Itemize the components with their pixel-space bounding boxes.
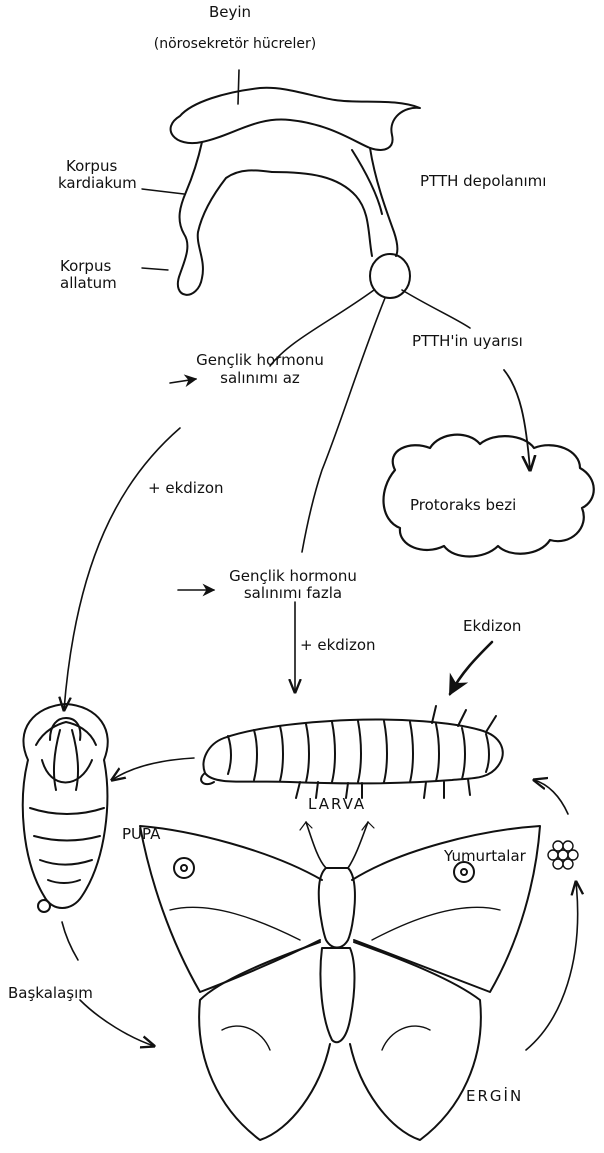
ecdysone-arrow: [450, 642, 492, 694]
ecdysone-label: Ekdizon: [463, 618, 521, 635]
prothoracic-gland-label: Protoraks bezi: [410, 497, 516, 514]
corpus-allatum-label-1: Korpus: [60, 258, 111, 275]
ptth-to-gland-arrow: [504, 370, 530, 470]
nerve-left-outer: [178, 142, 272, 295]
ptth-storage-label: PTTH depolanımı: [420, 173, 546, 190]
to-pupa-arrow: [64, 428, 180, 710]
brain-title: Beyin: [190, 4, 270, 21]
jh-high-line: [302, 298, 385, 552]
pupa-to-adult-arrow: [62, 922, 78, 960]
adult-to-eggs-arrow: [526, 882, 578, 1050]
larva-to-pupa-arrow: [112, 758, 194, 780]
jh-low-label-2: salınımı az: [190, 370, 330, 387]
jh-high-label-1: Gençlik hormonu: [218, 568, 368, 585]
metamorphosis-label: Başkalaşım: [8, 985, 93, 1002]
ptth-stimulus-label: PTTH'in uyarısı: [412, 333, 523, 350]
corpus-cardiacum-label-2: kardiakum: [58, 175, 137, 192]
brain-endocrine-complex: [171, 70, 420, 298]
eggs-label: Yumurtalar: [444, 848, 526, 865]
brain-top-mark: [238, 70, 239, 104]
metamorphosis-to-adult-arrow: [80, 1000, 154, 1046]
pupa-label: PUPA: [122, 826, 160, 843]
ptth-line: [402, 290, 470, 328]
corpus-cardiacum-label-1: Korpus: [66, 158, 117, 175]
nerve-center-inner: [272, 172, 372, 256]
nerve-right-outer: [370, 148, 397, 256]
adult-label: ERGİN: [466, 1088, 523, 1105]
ecdysone-left-label: + ekdizon: [148, 480, 224, 497]
eggs-illustration: [548, 841, 578, 869]
corpus-allatum-label-2: allatum: [60, 275, 117, 292]
larva-label: LARVA: [308, 796, 366, 813]
jh-low-label-1: Gençlik hormonu: [190, 352, 330, 369]
eggs-to-larva-arrow: [534, 780, 568, 814]
jh-high-label-2: salınımı fazla: [218, 585, 368, 602]
brain-outline: [171, 88, 420, 150]
ecdysone-mid-label: + ekdizon: [300, 637, 376, 654]
pupa-illustration: [23, 704, 108, 912]
brain-subtitle: (nörosekretör hücreler): [130, 36, 340, 53]
larva-illustration: [201, 706, 503, 798]
